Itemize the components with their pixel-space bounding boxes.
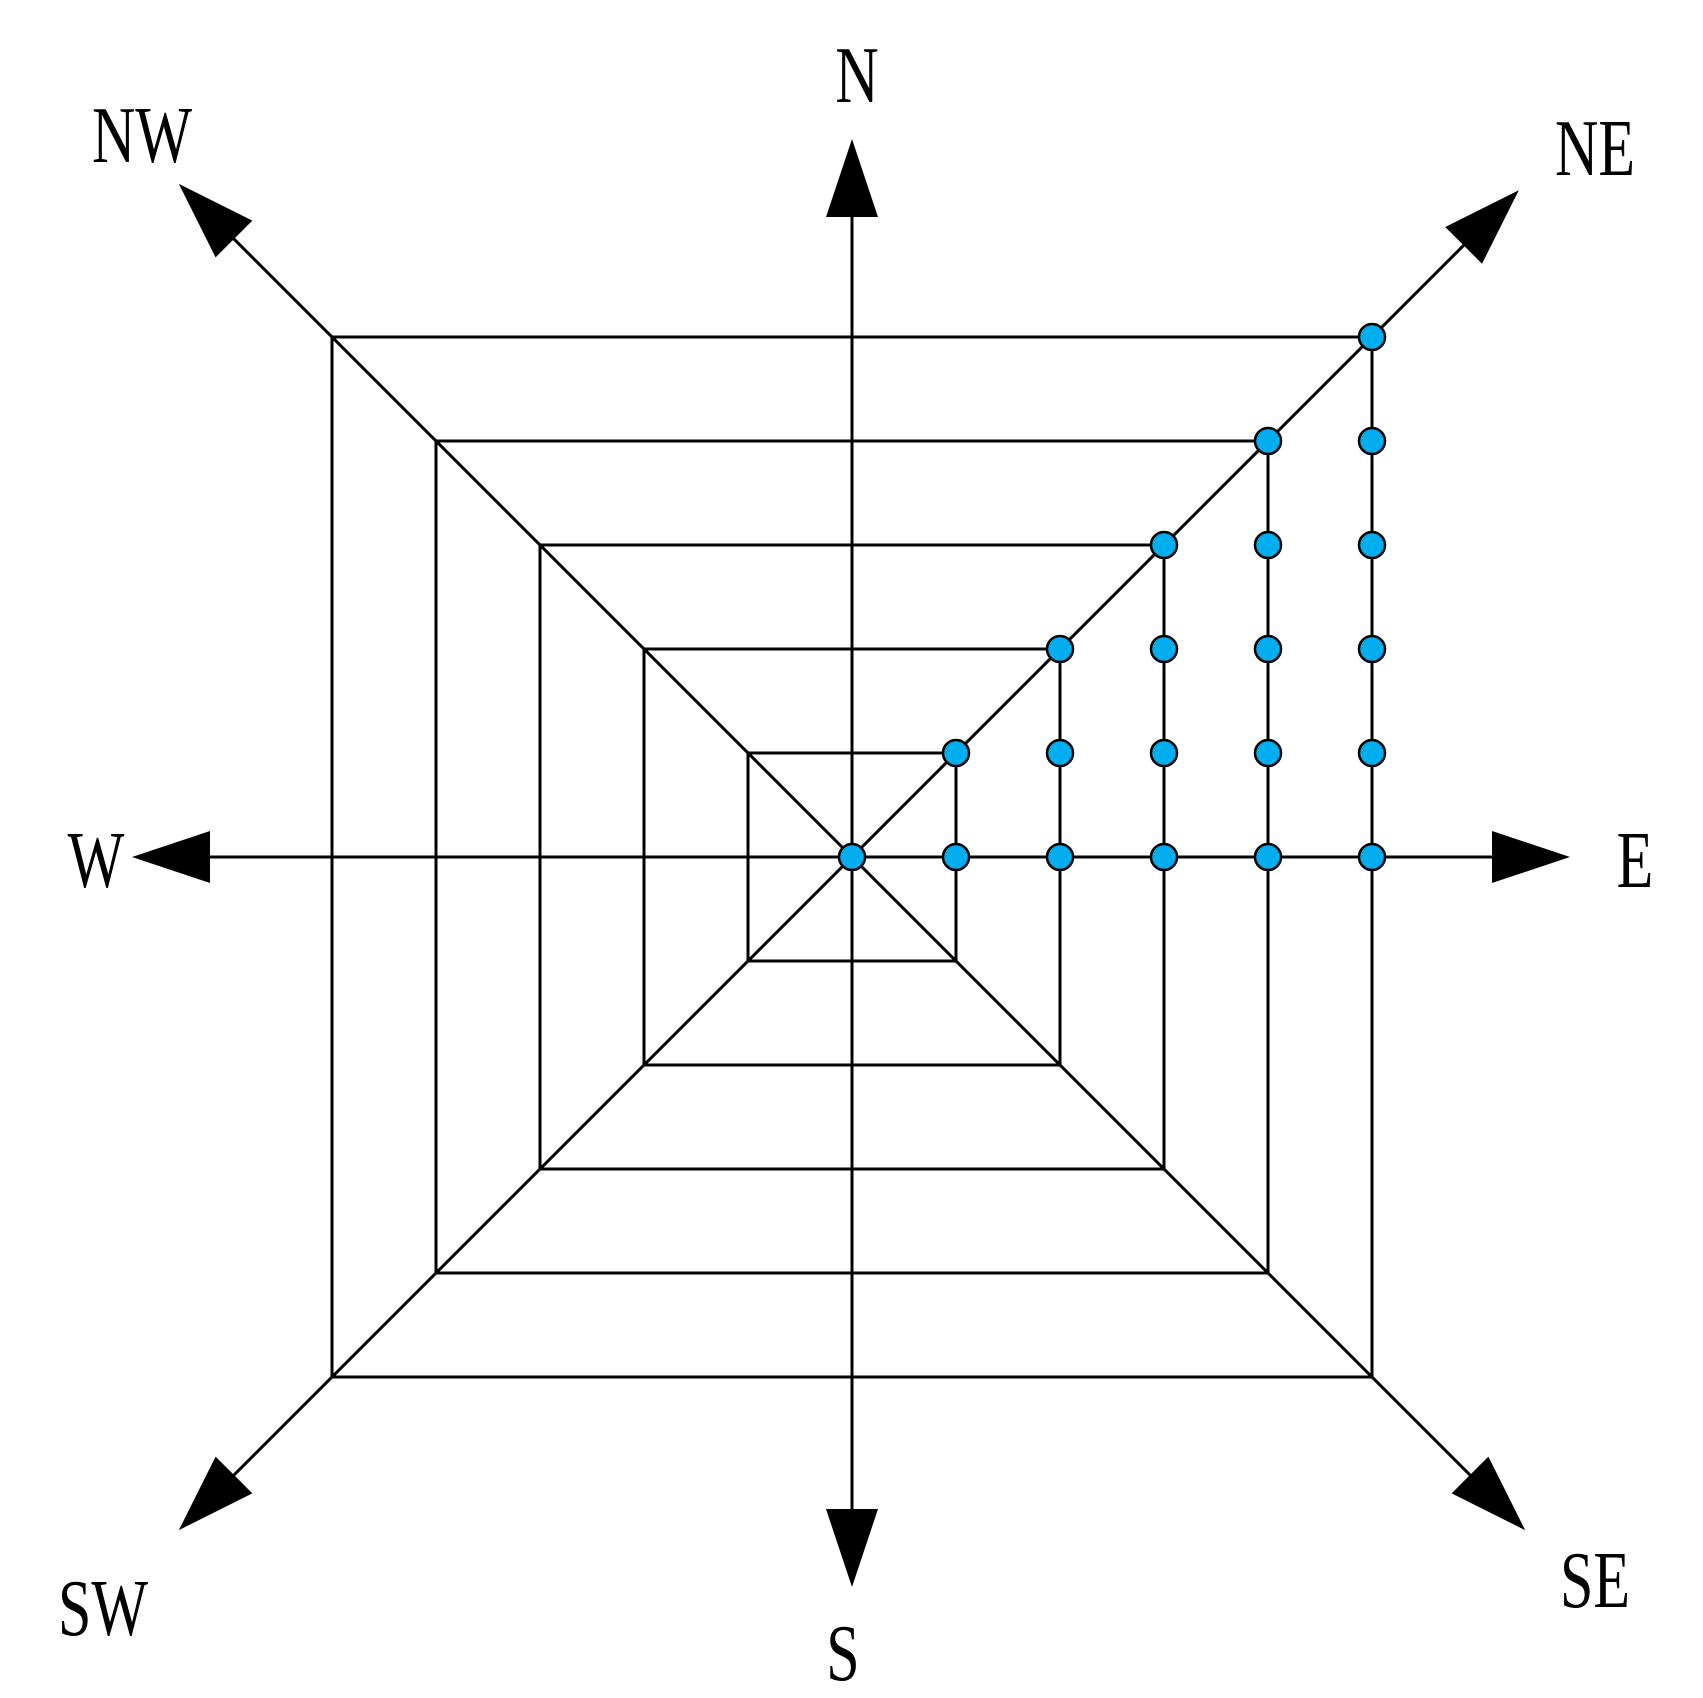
arrow-head-nw bbox=[178, 183, 253, 258]
arrow-head-w bbox=[132, 831, 210, 883]
axis-nw bbox=[231, 236, 854, 859]
axis-se bbox=[850, 855, 1473, 1478]
grid-node bbox=[941, 738, 971, 768]
grid-node bbox=[1253, 842, 1283, 872]
grid-node bbox=[1149, 634, 1179, 664]
grid-node bbox=[1357, 634, 1387, 664]
arrow-head-s bbox=[826, 1509, 878, 1587]
axis-sw bbox=[231, 855, 854, 1478]
grid-node bbox=[1357, 842, 1387, 872]
grid-node bbox=[1357, 322, 1387, 352]
grid-nodes bbox=[837, 322, 1387, 872]
arrow-head-n bbox=[826, 139, 878, 217]
grid-node bbox=[1357, 530, 1387, 560]
label-ne: NE bbox=[1555, 103, 1635, 193]
label-nw: NW bbox=[92, 90, 193, 180]
grid-node bbox=[1357, 738, 1387, 768]
grid-node bbox=[1149, 530, 1179, 560]
label-s: S bbox=[826, 1608, 859, 1698]
grid-node bbox=[1045, 634, 1075, 664]
grid-node bbox=[1045, 738, 1075, 768]
grid-node bbox=[1253, 634, 1283, 664]
grid-node bbox=[1253, 530, 1283, 560]
direction-labels: N NE E SE S SW W NW bbox=[58, 30, 1653, 1698]
arrow-head-e bbox=[1492, 831, 1570, 883]
arrow-head-sw bbox=[178, 1456, 253, 1531]
grid-node bbox=[1149, 738, 1179, 768]
grid-node bbox=[941, 842, 971, 872]
label-n: N bbox=[835, 30, 878, 120]
grid-node bbox=[1149, 842, 1179, 872]
label-sw: SW bbox=[58, 1563, 149, 1653]
grid-node bbox=[837, 842, 867, 872]
grid-node bbox=[1253, 426, 1283, 456]
grid-node bbox=[1253, 738, 1283, 768]
grid-node bbox=[1357, 426, 1387, 456]
label-w: W bbox=[68, 815, 125, 905]
label-e: E bbox=[1617, 815, 1654, 905]
arrow-head-se bbox=[1451, 1456, 1526, 1531]
label-se: SE bbox=[1560, 1535, 1630, 1625]
arrow-head-ne bbox=[1445, 190, 1519, 264]
grid-node bbox=[1045, 842, 1075, 872]
